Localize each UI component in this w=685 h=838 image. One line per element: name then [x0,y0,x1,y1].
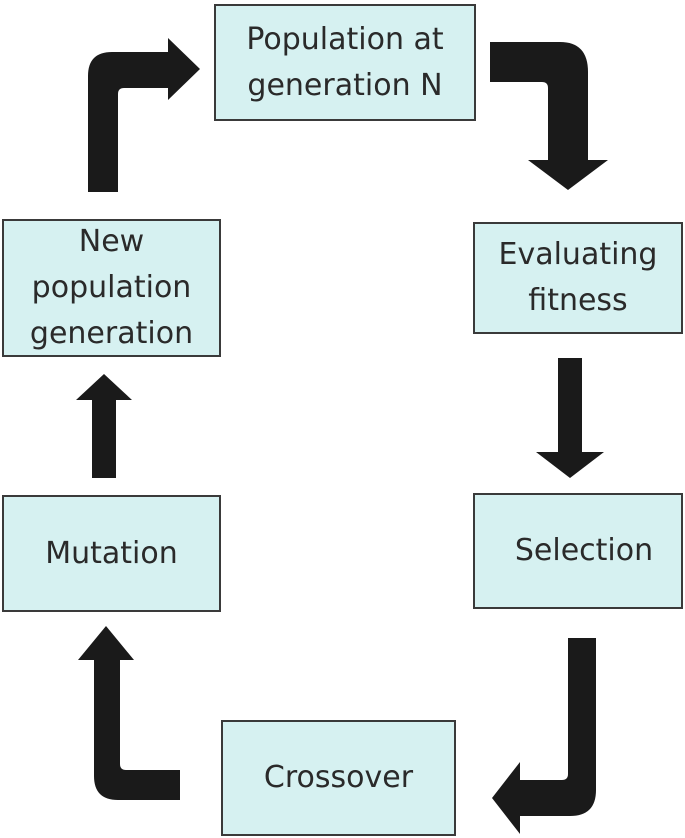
population-node: Population at generation N [214,4,476,121]
mutation-node: Mutation [2,495,221,612]
evaluating-fitness-node: Evaluating fitness [473,222,683,334]
crossover-node: Crossover [221,720,456,836]
new-population-node-label: New population generation [29,224,194,351]
evaluating-fitness-node-label: Evaluating fitness [498,237,658,318]
mutation-node-label: Mutation [45,535,178,571]
crossover-node-label: Crossover [263,760,414,795]
arrow-selection-to-crossover [492,638,596,834]
population-node-label: Population at generation N [246,21,444,103]
new-population-node: New population generation [2,219,221,357]
arrow-mutation-to-new-population [76,374,132,478]
arrow-evaluating-to-selection [536,358,604,478]
arrow-new-population-to-population [88,38,200,192]
selection-node-label: Selection [514,533,654,568]
arrow-population-to-evaluating [490,42,608,190]
selection-node: Selection [473,493,683,609]
arrow-crossover-to-mutation [78,626,180,800]
